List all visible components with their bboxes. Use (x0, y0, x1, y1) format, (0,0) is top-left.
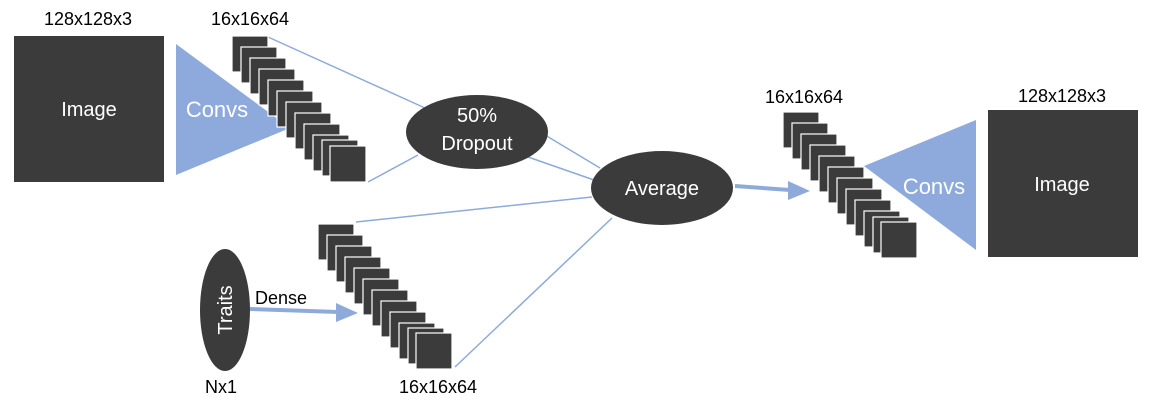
encoder-convs-label: Convs (186, 97, 248, 122)
traits-feature-stack (317, 223, 453, 370)
traits-dims-label: Nx1 (205, 377, 237, 397)
traits-label: Traits (215, 285, 237, 334)
feature-map-square (415, 332, 453, 370)
average-node (591, 151, 733, 225)
dropout-node (406, 95, 548, 169)
dropout-label: Dropout (441, 133, 513, 155)
decoder-features-dims-label: 16x16x64 (765, 87, 843, 107)
decoder-convs-label: Convs (903, 174, 965, 199)
input-image-box (14, 36, 164, 182)
average-to-decoder-arrowhead (788, 181, 810, 200)
connector-traits-top-to-average (355, 196, 593, 223)
dense-arrowhead (336, 303, 358, 322)
output-image-box (988, 110, 1138, 257)
decoder-feature-stack (782, 111, 918, 259)
encoder-convs-trapezoid (176, 44, 290, 175)
dropout-percent-label: 50% (457, 105, 497, 127)
input-dims-label: 128x128x3 (44, 9, 132, 29)
traits-node (200, 249, 250, 371)
connector-encoder-bottom-to-dropout (367, 154, 419, 183)
average-to-decoder-arrow (734, 184, 791, 192)
connector-dropout-lower-to-average (527, 156, 595, 181)
connector-dropout-upper-to-average (539, 131, 601, 169)
traits-features-dims-label: 16x16x64 (399, 377, 477, 397)
encoder-features-dims-label: 16x16x64 (211, 9, 289, 29)
dense-arrow (249, 307, 339, 314)
connector-traits-bottom-to-average (454, 217, 613, 368)
feature-map-square (329, 145, 367, 183)
decoder-convs-trapezoid (864, 120, 976, 250)
feature-map-square (880, 221, 918, 259)
average-label: Average (625, 178, 699, 200)
input-image-label: Image (61, 99, 117, 121)
output-dims-label: 128x128x3 (1018, 86, 1106, 106)
connector-encoder-top-to-dropout (267, 36, 426, 109)
encoder-feature-stack (231, 35, 367, 183)
dense-label: Dense (255, 288, 307, 308)
output-image-label: Image (1034, 174, 1090, 196)
